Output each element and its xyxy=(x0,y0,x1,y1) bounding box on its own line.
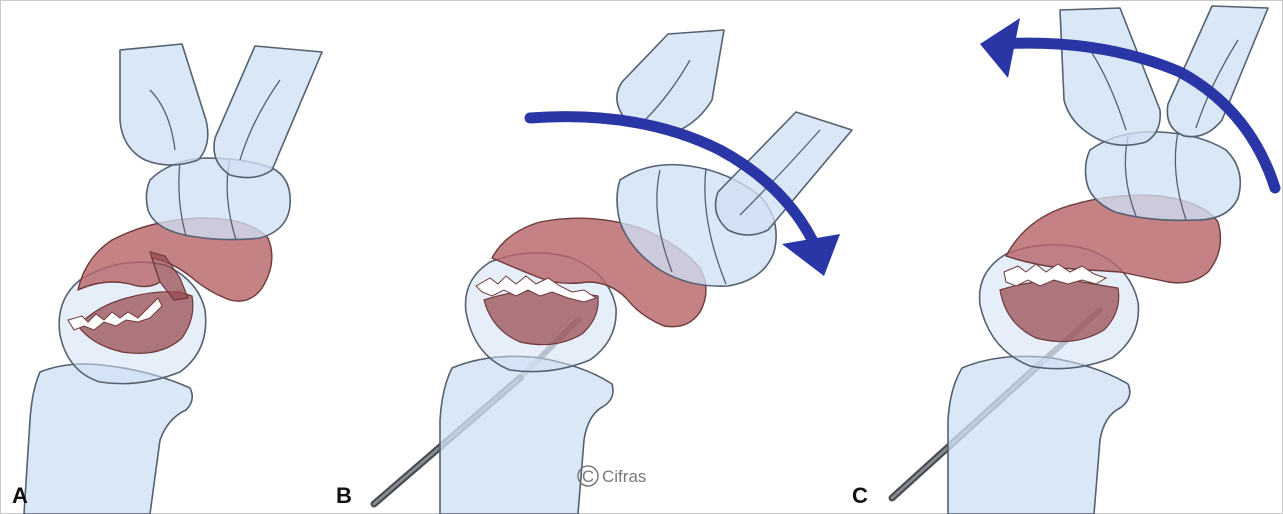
copyright-symbol: C xyxy=(582,467,594,486)
credit-text: Cifras xyxy=(602,467,646,486)
panel-label-a: A xyxy=(12,483,28,508)
panel-label-c: C xyxy=(852,483,868,508)
carpal-bones xyxy=(1086,132,1241,221)
credit-mark: C Cifras xyxy=(578,466,646,486)
panel-label-b: B xyxy=(336,483,352,508)
